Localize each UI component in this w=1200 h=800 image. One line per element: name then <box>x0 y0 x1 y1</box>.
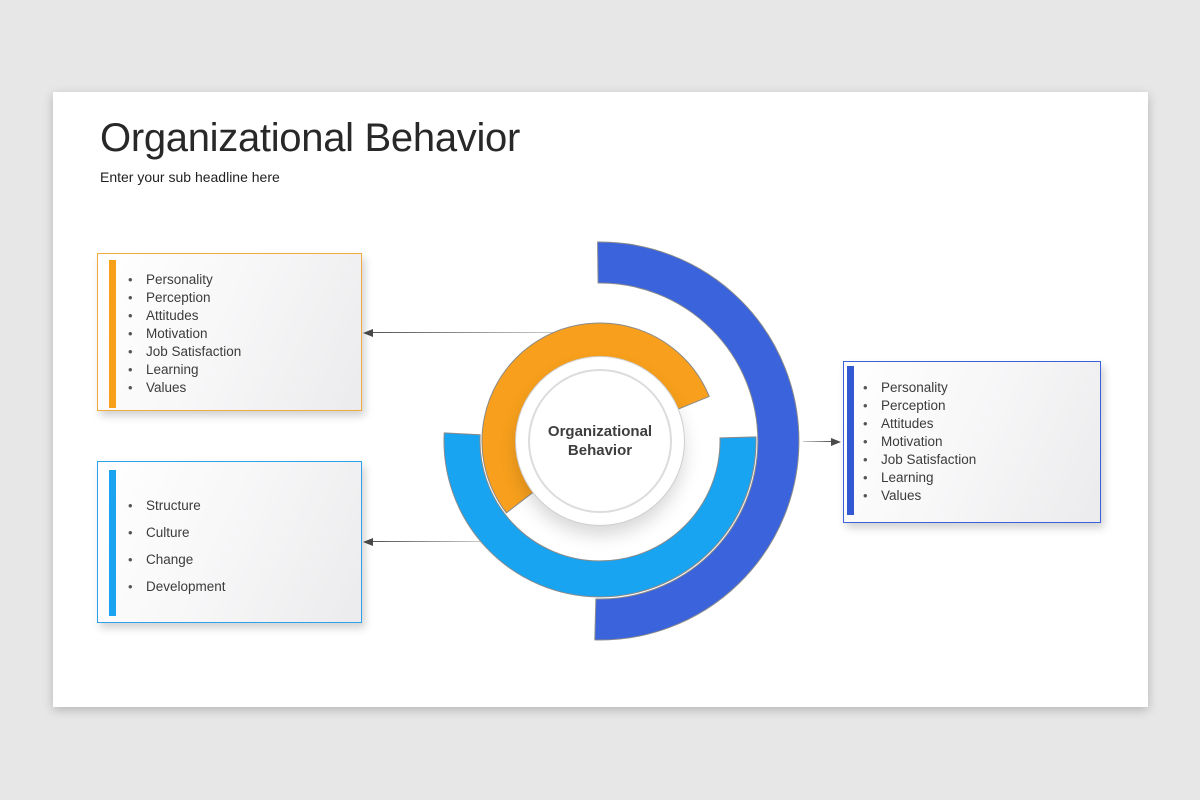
list-item: Structure <box>128 492 361 519</box>
bullet-list: StructureCultureChangeDevelopment <box>98 462 361 600</box>
arrow-left-icon <box>363 538 373 546</box>
list-item: Motivation <box>128 325 361 343</box>
list-item: Culture <box>128 519 361 546</box>
center-circle-inner: Organizational Behavior <box>528 369 672 513</box>
list-item: Values <box>863 487 1100 505</box>
list-item: Change <box>128 546 361 573</box>
ring-diagram <box>443 241 800 641</box>
list-item: Attitudes <box>863 415 1100 433</box>
list-item: Attitudes <box>128 307 361 325</box>
accent-bar <box>109 260 116 408</box>
ring-royal <box>594 241 800 641</box>
arrow-line-top-left <box>373 332 553 333</box>
list-item: Perception <box>128 289 361 307</box>
list-box-individual-factors: PersonalityPerceptionAttitudesMotivation… <box>97 253 362 411</box>
center-label-line2: Behavior <box>567 442 633 459</box>
arrow-line-right <box>803 441 831 442</box>
center-label-line1: Organizational <box>547 423 653 440</box>
center-circle: Organizational Behavior <box>516 357 684 525</box>
list-item: Job Satisfaction <box>863 451 1100 469</box>
list-item: Values <box>128 379 361 397</box>
list-item: Perception <box>863 397 1100 415</box>
list-box-organization-factors: StructureCultureChangeDevelopment <box>97 461 362 623</box>
arrow-left-icon <box>363 329 373 337</box>
arrow-right-icon <box>831 438 841 446</box>
list-item: Learning <box>128 361 361 379</box>
accent-bar <box>847 366 854 515</box>
bullet-list: PersonalityPerceptionAttitudesMotivation… <box>98 254 361 397</box>
slide-canvas: Organizational Behavior Enter your sub h… <box>53 92 1148 707</box>
slide-title: Organizational Behavior <box>100 116 521 160</box>
list-item: Development <box>128 573 361 600</box>
list-item: Job Satisfaction <box>128 343 361 361</box>
list-item: Personality <box>128 271 361 289</box>
list-box-outcome-factors: PersonalityPerceptionAttitudesMotivation… <box>843 361 1101 523</box>
arrow-line-bottom-left <box>373 541 481 542</box>
bullet-list: PersonalityPerceptionAttitudesMotivation… <box>844 362 1100 505</box>
list-item: Learning <box>863 469 1100 487</box>
ring-azure <box>443 432 757 598</box>
list-item: Personality <box>863 379 1100 397</box>
slide-subtitle: Enter your sub headline here <box>100 169 280 185</box>
list-item: Motivation <box>863 433 1100 451</box>
accent-bar <box>109 470 116 616</box>
